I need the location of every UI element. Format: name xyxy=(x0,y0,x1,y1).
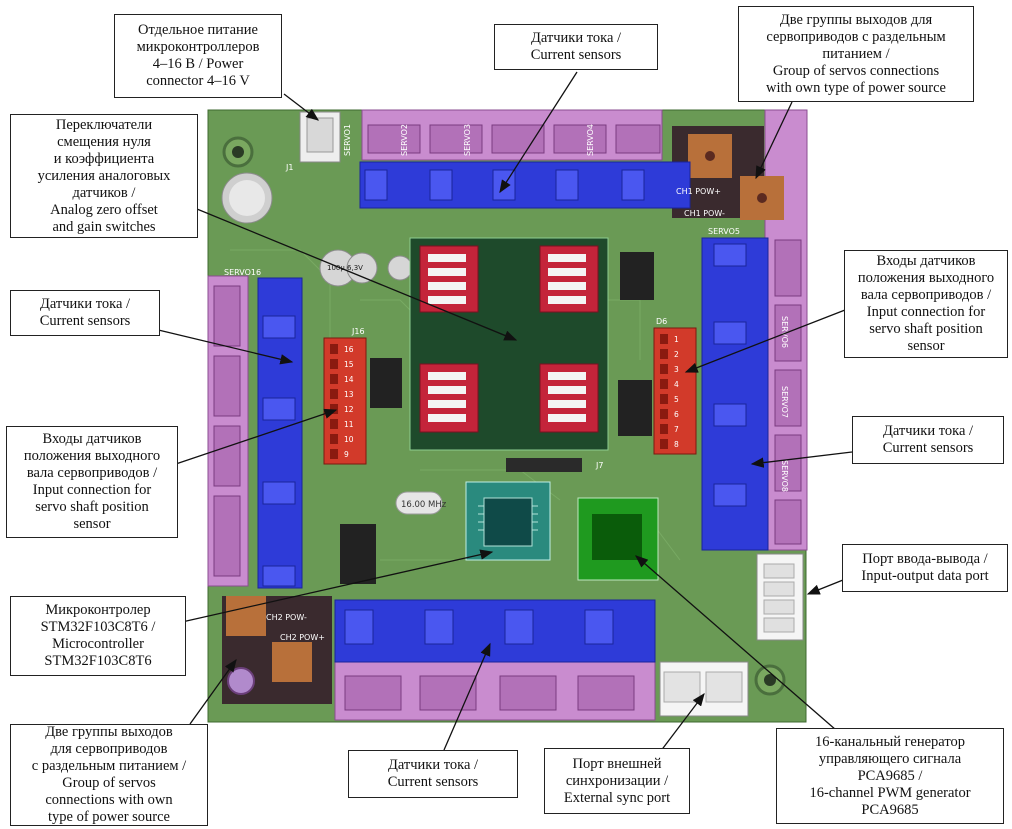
header-pin-number: 11 xyxy=(344,420,354,429)
header-pin xyxy=(330,389,338,399)
header-pin xyxy=(660,424,668,434)
callout-analog-switches: Переключатели смещения нуля и коэффициен… xyxy=(10,114,198,238)
left-connectors xyxy=(213,285,241,577)
callout-mcu: Микроконтролер STM32F103C8T6 / Microcont… xyxy=(10,596,186,676)
header-pin xyxy=(330,449,338,459)
header-pin xyxy=(330,434,338,444)
callout-io-port: Порт ввода-вывода / Input-output data po… xyxy=(842,544,1008,592)
right-connectors xyxy=(774,239,802,545)
header-pin-number: 3 xyxy=(674,365,679,374)
crystal-oscillator xyxy=(395,491,443,515)
pin-header-j16 xyxy=(323,337,367,465)
header-pin-number: 16 xyxy=(344,345,354,354)
callout-position-inputs-left: Входы датчиков положения выходного вала … xyxy=(6,426,178,538)
cap-label: 100µ 6,3V xyxy=(327,264,363,272)
header-pin xyxy=(330,404,338,414)
header-pin-number: 5 xyxy=(674,395,679,404)
callout-current-sensors-left: Датчики тока / Current sensors xyxy=(10,290,160,336)
callout-current-sensors-right: Датчики тока / Current sensors xyxy=(852,416,1004,464)
osc-label: 16.00 MHz xyxy=(401,500,447,510)
servo16-label: SERVO16 xyxy=(224,268,261,277)
header-pin xyxy=(330,419,338,429)
ic-bottom-left xyxy=(340,524,376,584)
header-pin-number: 7 xyxy=(674,425,679,434)
pwm-chip xyxy=(592,514,642,560)
servo7-label: SERVO7 xyxy=(780,386,789,418)
callout-current-sensors-bottom: Датчики тока / Current sensors xyxy=(348,750,518,798)
servo1-label: SERVO1 xyxy=(343,124,352,156)
header-pin-number: 1 xyxy=(674,335,679,344)
header-pin xyxy=(660,409,668,419)
servo4-label: SERVO4 xyxy=(586,124,595,156)
header-pin-number: 14 xyxy=(344,375,354,384)
j1-label: J1 xyxy=(285,163,293,172)
callout-servo-groups-top: Две группы выходов для сервоприводов с р… xyxy=(738,6,974,102)
ch1-pow-plus-label: CH1 POW+ xyxy=(676,187,721,196)
header-pin-number: 13 xyxy=(344,390,354,399)
callout-current-sensors-top: Датчики тока / Current sensors xyxy=(494,24,658,70)
leader-lines xyxy=(149,71,853,761)
header-pin-number: 8 xyxy=(674,440,679,449)
servo2-label: SERVO2 xyxy=(400,124,409,156)
servo6-label: SERVO6 xyxy=(780,316,789,348)
ch1-pow-minus-label: CH1 POW- xyxy=(684,209,725,218)
header-pin-number: 6 xyxy=(674,410,679,419)
j16-label: J16 xyxy=(351,327,365,336)
header-pin xyxy=(330,374,338,384)
header-pin xyxy=(660,334,668,344)
callout-pwm-generator: 16-канальный генератор управляющего сигн… xyxy=(776,728,1004,824)
pin-header-d6 xyxy=(653,327,697,455)
servo3-label: SERVO3 xyxy=(463,124,472,156)
callout-servo-groups-bottom: Две группы выходов для сервоприводов с р… xyxy=(10,724,208,826)
bottom-connectors xyxy=(344,675,635,711)
header-pin-number: 2 xyxy=(674,350,679,359)
callout-position-inputs-right: Входы датчиков положения выходного вала … xyxy=(844,250,1008,358)
header-pin-number: 15 xyxy=(344,360,354,369)
pin-header-right-numbers: 1 2 3 4 5 6 7 8 xyxy=(660,334,679,449)
ic-left xyxy=(370,358,402,408)
header-pin xyxy=(330,344,338,354)
j7-header xyxy=(506,458,582,472)
mcu-chip xyxy=(483,497,533,547)
ch2-pow-minus-label: CH2 POW- xyxy=(266,613,307,622)
callout-sync-port: Порт внешней синхронизации / External sy… xyxy=(544,748,690,814)
header-pin-number: 9 xyxy=(344,450,349,459)
d6-label: D6 xyxy=(656,317,667,326)
pin-header-left-numbers: 16 15 14 13 12 11 10 9 xyxy=(330,344,354,459)
header-pin xyxy=(660,394,668,404)
header-pin-number: 4 xyxy=(674,380,679,389)
ic-right-mid xyxy=(618,380,652,436)
servo5-label: SERVO5 xyxy=(708,227,740,236)
servo8-label: SERVO8 xyxy=(780,460,789,492)
ic-right-top xyxy=(620,252,654,300)
callout-power-connector: Отдельное питание микроконтроллеров 4–16… xyxy=(114,14,282,98)
header-pin xyxy=(660,439,668,449)
top-connectors xyxy=(367,124,661,154)
header-pin xyxy=(330,359,338,369)
ch2-pow-plus-label: CH2 POW+ xyxy=(280,633,325,642)
header-pin-number: 10 xyxy=(344,435,354,444)
header-pin xyxy=(660,349,668,359)
header-pin xyxy=(660,364,668,374)
header-pin xyxy=(660,379,668,389)
header-pin-number: 12 xyxy=(344,405,354,414)
j7-label: J7 xyxy=(595,461,603,470)
